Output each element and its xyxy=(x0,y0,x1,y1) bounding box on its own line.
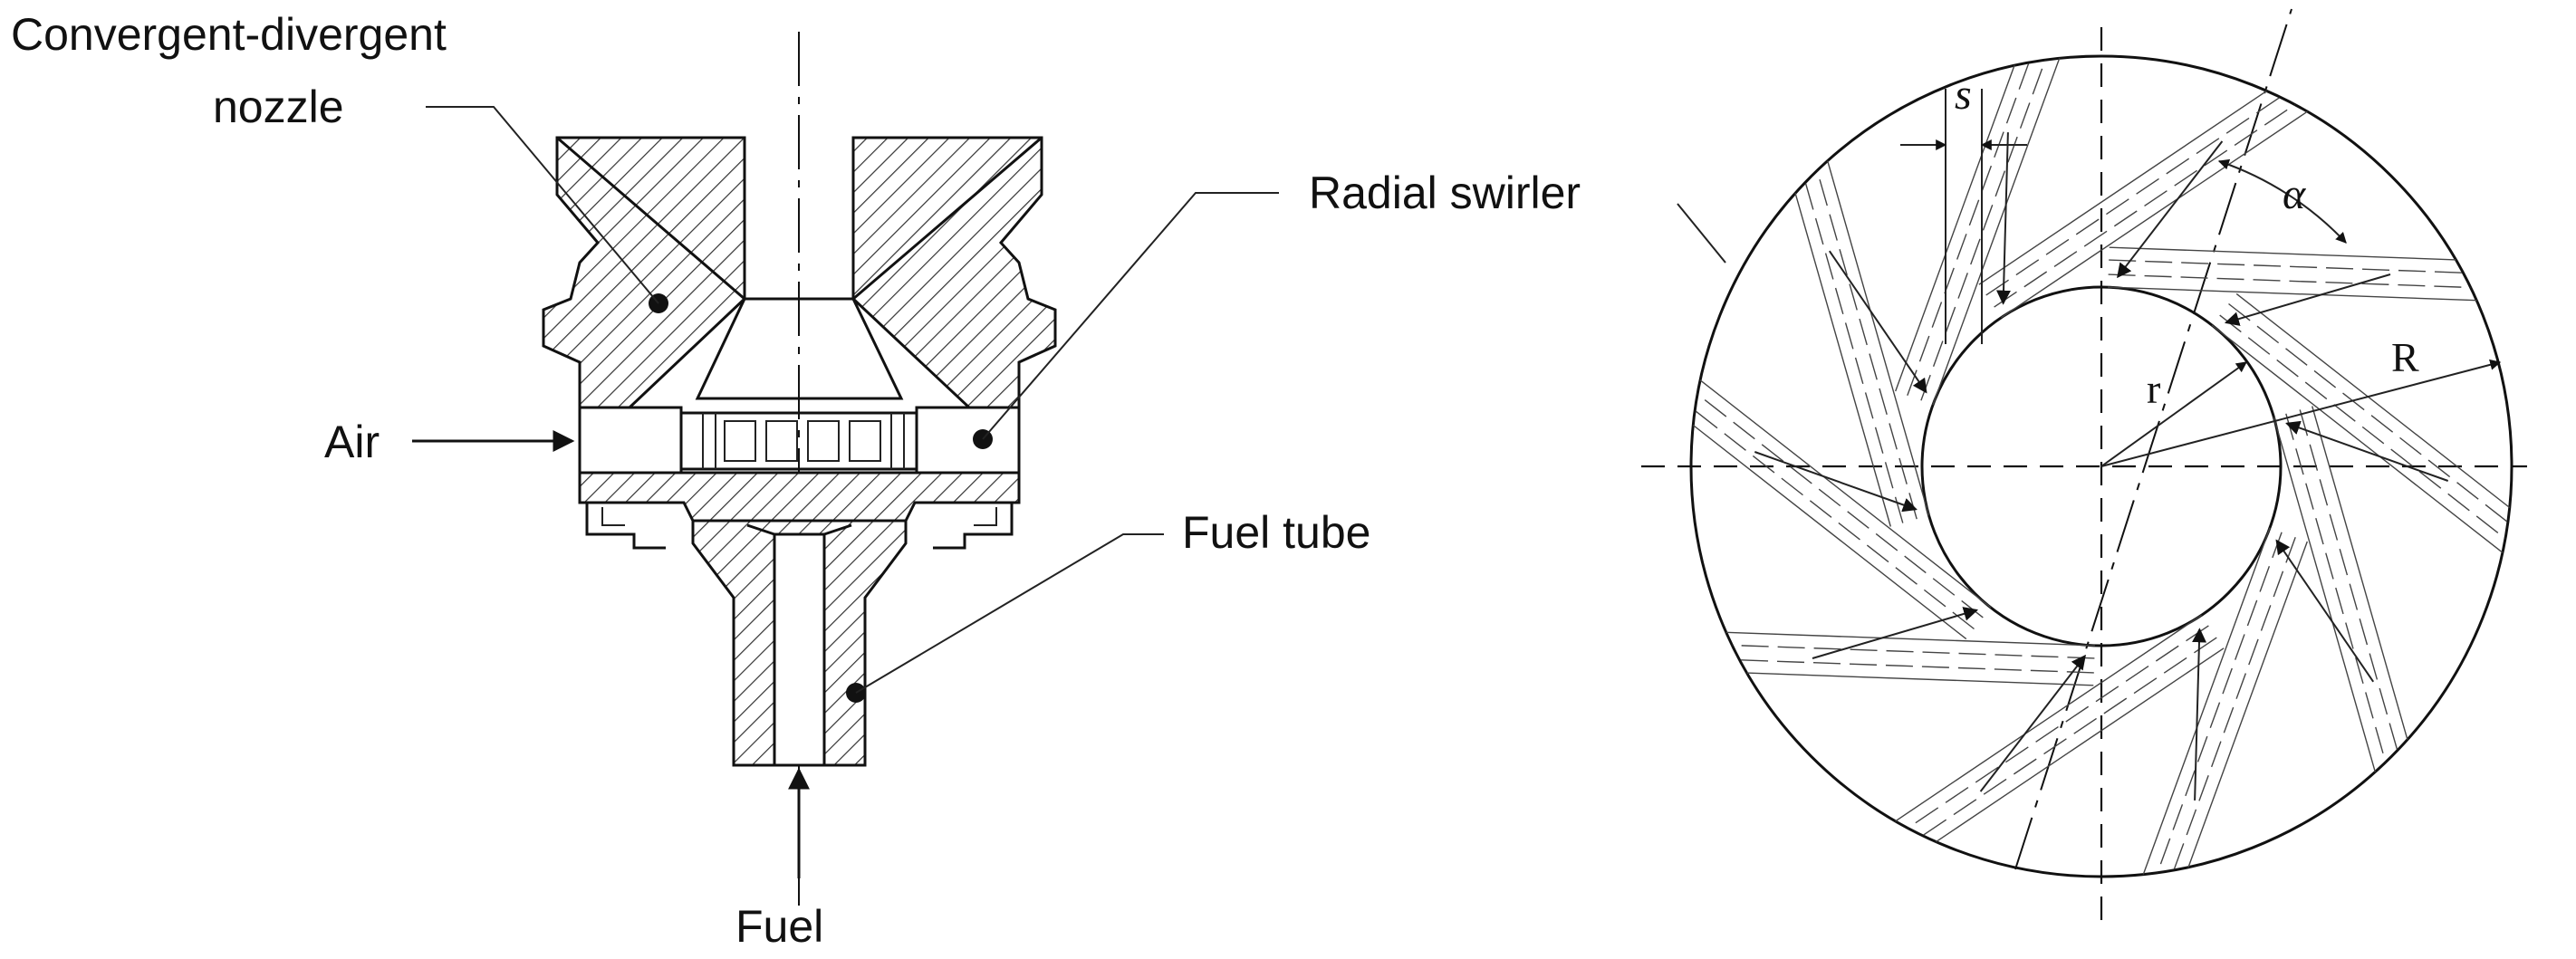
nozzle-throat-outline xyxy=(695,297,904,400)
swirler-top-view: s α r R xyxy=(1641,8,2527,933)
vane-channel xyxy=(1978,90,2308,319)
fuel-label: Fuel xyxy=(735,901,823,952)
flow-arrow xyxy=(1996,132,2012,305)
injector-cross-section: Convergent-divergent nozzle Air Radial s… xyxy=(11,9,1581,952)
fuel-tube-label: Fuel tube xyxy=(1182,507,1370,558)
fuel-tube-leader xyxy=(855,533,1164,694)
flow-arrow xyxy=(2191,628,2206,801)
dimension-s: s xyxy=(1900,71,2027,344)
base-inner-step xyxy=(601,507,997,526)
nozzle-label-line2: nozzle xyxy=(213,82,344,132)
vane-channel xyxy=(1895,614,2225,843)
nozzle-flare-outline xyxy=(556,136,1043,301)
vane-channel xyxy=(2273,406,2408,772)
vane-channel xyxy=(1725,631,2095,686)
radial-swirler-label: Radial swirler xyxy=(1309,168,1581,218)
nozzle-label-line1: Convergent-divergent xyxy=(11,9,447,60)
nozzle-leader xyxy=(426,106,659,304)
symbol-R: R xyxy=(2391,334,2419,380)
vane-channel xyxy=(2108,246,2477,302)
dimension-R: R xyxy=(2100,334,2502,467)
vane-channel xyxy=(1692,379,1992,640)
vane-channel xyxy=(2211,292,2511,553)
inclined-centerline xyxy=(2014,8,2292,870)
vane-channel xyxy=(2142,527,2308,875)
dimension-r: r xyxy=(2100,361,2247,467)
flow-arrow xyxy=(2285,420,2449,482)
fuel-tube-tip xyxy=(746,523,852,536)
symbol-r: r xyxy=(2147,366,2160,412)
symbol-s: s xyxy=(1955,71,1972,119)
vane-channel xyxy=(1895,58,2061,406)
dimension-alpha: α xyxy=(2217,158,2347,244)
flow-arrow xyxy=(1828,250,1927,394)
swirler-ring-left xyxy=(578,406,683,475)
base-flange xyxy=(585,503,1014,550)
air-label: Air xyxy=(324,417,380,467)
flow-arrow xyxy=(1754,451,1918,513)
swirler-ring-right xyxy=(915,406,1021,475)
flow-arrow xyxy=(2117,140,2224,279)
flow-arrow xyxy=(1979,654,2086,792)
flow-arrow xyxy=(2275,539,2375,683)
flow-arrows xyxy=(1754,132,2449,801)
swirler-view-leader xyxy=(1677,203,1726,264)
symbol-alpha: α xyxy=(2283,170,2306,218)
flow-arrow xyxy=(1812,607,1979,659)
swirler-leader xyxy=(982,192,1279,440)
fuel-bore xyxy=(773,532,826,767)
flow-arrow xyxy=(2224,273,2391,326)
vane-channels xyxy=(1692,58,2511,875)
vane-channel xyxy=(1794,160,1930,527)
swirler-vanes xyxy=(679,411,918,471)
swirler-base xyxy=(578,471,1021,523)
